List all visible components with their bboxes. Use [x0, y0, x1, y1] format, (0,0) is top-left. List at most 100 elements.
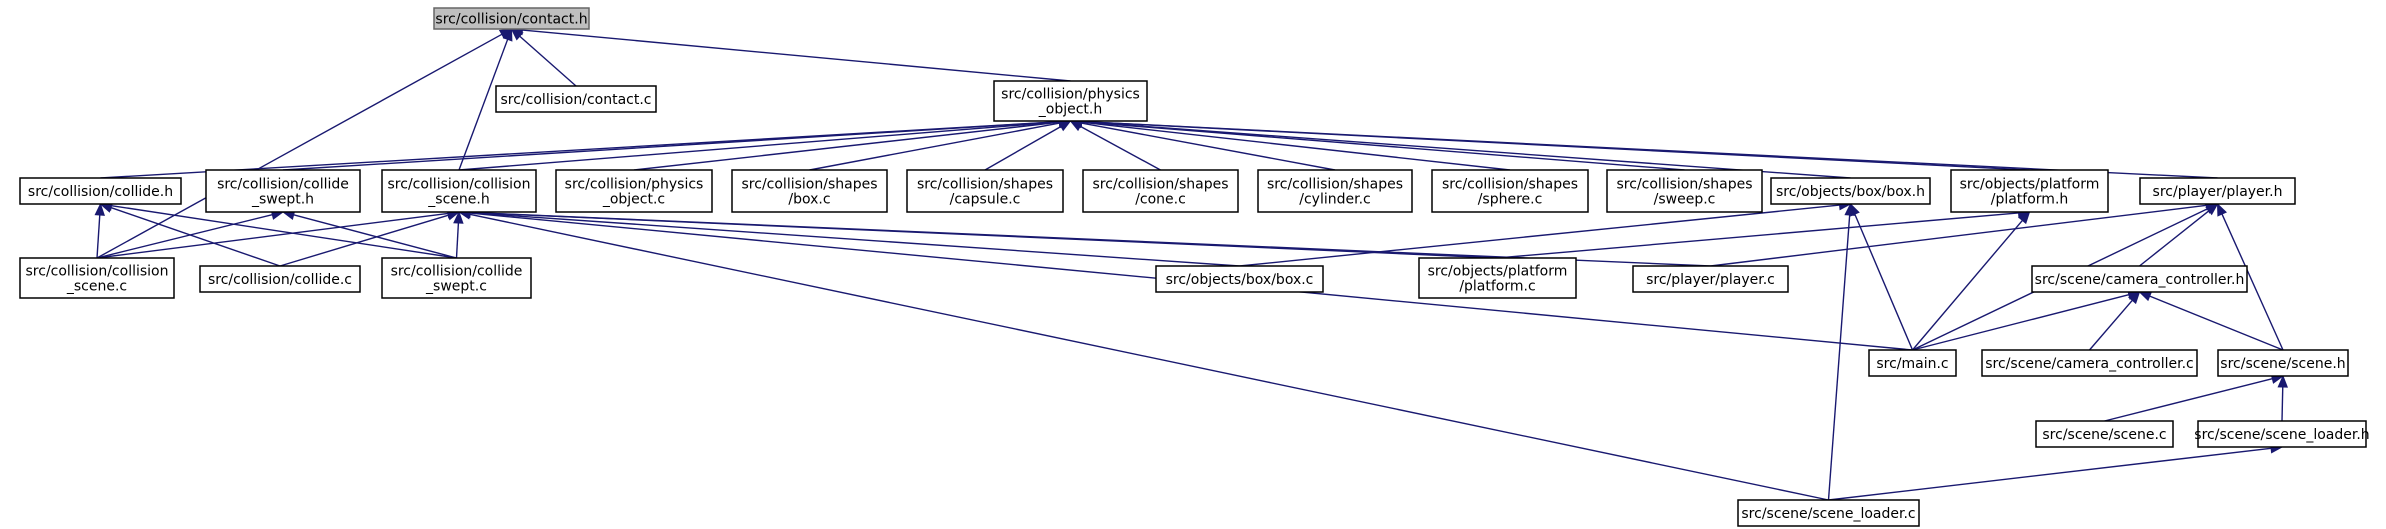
node-collide-c[interactable]: src/collision/collide.c — [199, 265, 361, 293]
node-box — [1082, 169, 1239, 213]
node-label: src/collision/collide.h — [28, 184, 173, 200]
edge-collision_scene_c-to-collide_h — [94, 202, 105, 259]
node-label: src/collision/shapes — [1442, 177, 1578, 193]
node-physics-object-c[interactable]: src/collision/physics_object.c — [555, 169, 713, 213]
node-shapes-cone-c[interactable]: src/collision/shapes/cone.c — [1082, 169, 1239, 213]
node-scene-loader-c[interactable]: src/scene/scene_loader.c — [1737, 499, 1920, 527]
node-physics-object-h[interactable]: src/collision/physics_object.h — [993, 80, 1148, 122]
edge-line — [1854, 213, 1914, 351]
node-label: src/collision/collide.c — [208, 272, 352, 288]
node-label: src/collision/shapes — [742, 177, 878, 193]
edge-line — [469, 212, 1240, 267]
edge-collide_h-to-physics_object_h — [100, 116, 1072, 179]
edge-line — [279, 214, 449, 267]
node-player-c[interactable]: src/player/player.c — [1632, 265, 1789, 293]
node-box — [381, 257, 532, 299]
node-collision-scene-h[interactable]: src/collision/collision_scene.h — [381, 169, 537, 213]
edge-collide_c-to-collision_scene_h — [279, 210, 461, 267]
node-box — [555, 169, 713, 213]
node-label: src/objects/platform — [1960, 177, 2100, 193]
node-label: src/main.c — [1876, 356, 1948, 372]
edge-line — [2104, 378, 2273, 422]
node-shapes-box-c[interactable]: src/collision/shapes/box.c — [731, 169, 888, 213]
edge-camera_controller_c-to-camera_controller_h — [2088, 290, 2141, 351]
node-box — [1155, 265, 1324, 293]
node-shapes-capsule-c[interactable]: src/collision/shapes/capsule.c — [906, 169, 1064, 213]
edge-scene_loader_c-to-collision_scene_h — [457, 209, 1829, 501]
node-main-c[interactable]: src/main.c — [1868, 349, 1957, 377]
edge-arrowhead — [2128, 290, 2141, 305]
node-label: /platform.c — [1459, 279, 1535, 295]
edge-line — [96, 33, 503, 259]
node-label: src/scene/scene_loader.c — [1741, 506, 1915, 522]
node-box — [1431, 169, 1589, 213]
node-label: _scene.c — [66, 279, 127, 295]
node-platform-h[interactable]: src/objects/platform/platform.h — [1950, 169, 2109, 213]
node-box — [381, 169, 537, 213]
edge-line — [282, 120, 1060, 171]
node-box-c[interactable]: src/objects/box/box.c — [1155, 265, 1324, 293]
node-box-h[interactable]: src/objects/box/box.h — [1770, 177, 1931, 205]
node-box — [1981, 349, 2198, 377]
node-box — [199, 265, 361, 293]
node-label: /sphere.c — [1478, 192, 1543, 208]
edge-line — [1912, 294, 2130, 351]
edge-shapes_cone_c-to-physics_object_h — [1069, 120, 1161, 171]
node-shapes-sweep-c[interactable]: src/collision/shapes/sweep.c — [1606, 169, 1763, 213]
node-contact-c[interactable]: src/collision/contact.c — [495, 85, 657, 113]
node-box — [205, 169, 361, 213]
node-scene-c[interactable]: src/scene/scene.c — [2035, 420, 2174, 448]
node-label: /sweep.c — [1654, 192, 1716, 208]
edge-line — [1079, 125, 1161, 171]
edge-line — [1710, 204, 2207, 267]
edge-line — [633, 121, 1060, 171]
edge-line — [458, 121, 1060, 171]
edge-shapes_capsule_c-to-physics_object_h — [984, 120, 1072, 171]
edge-line — [522, 29, 1071, 82]
node-collide-h[interactable]: src/collision/collide.h — [19, 177, 182, 205]
node-shapes-cylinder-c[interactable]: src/collision/shapes/cylinder.c — [1257, 169, 1413, 213]
edge-line — [2088, 299, 2133, 351]
edge-line — [2139, 210, 2210, 267]
node-box — [1868, 349, 1957, 377]
node-camera-controller-h[interactable]: src/scene/camera_controller.h — [2031, 265, 2248, 293]
node-box — [2197, 420, 2367, 448]
node-collision-scene-c[interactable]: src/collision/collision_scene.c — [19, 257, 175, 299]
node-label: src/scene/scene.h — [2220, 356, 2345, 372]
edge-main_c-to-platform_h — [1911, 210, 2031, 351]
edge-scene_loader_c-to-scene_loader_h — [1828, 443, 2284, 501]
node-label: _swept.h — [251, 192, 314, 208]
node-label: src/player/player.c — [1646, 272, 1775, 288]
edge-line — [2149, 295, 2284, 351]
edge-line — [1081, 121, 1511, 171]
edge-line — [1081, 122, 1336, 171]
node-scene-h[interactable]: src/scene/scene.h — [2217, 349, 2349, 377]
node-collide-swept-c[interactable]: src/collision/collide_swept.c — [381, 257, 532, 299]
node-camera-controller-c[interactable]: src/scene/camera_controller.c — [1981, 349, 2198, 377]
edge-collision_scene_h-to-physics_object_h — [458, 116, 1072, 171]
node-box — [2035, 420, 2174, 448]
node-label: src/collision/shapes — [1093, 177, 1229, 193]
node-label: _object.h — [1038, 102, 1102, 118]
node-label: _swept.c — [425, 279, 487, 295]
node-collide-swept-h[interactable]: src/collision/collide_swept.h — [205, 169, 361, 213]
edge-line — [1497, 212, 2019, 259]
node-label: /box.c — [788, 192, 830, 208]
node-label: /cylinder.c — [1299, 192, 1370, 208]
edge-line — [2281, 386, 2284, 422]
node-player-h[interactable]: src/player/player.h — [2139, 177, 2296, 205]
node-label: src/collision/physics — [565, 177, 704, 193]
node-label: src/collision/collision — [26, 264, 169, 280]
node-platform-c[interactable]: src/objects/platform/platform.c — [1418, 257, 1577, 299]
node-label: _scene.h — [427, 192, 489, 208]
node-box — [2031, 265, 2248, 293]
edge-physics_object_h-to-contact_h — [510, 24, 1071, 82]
node-label: src/player/player.h — [2153, 184, 2283, 200]
edge-line — [519, 35, 577, 87]
edge-line — [984, 125, 1062, 171]
edge-line — [2221, 213, 2284, 351]
node-scene-loader-h[interactable]: src/scene/scene_loader.h — [2194, 420, 2370, 448]
node-label: src/scene/camera_controller.c — [1985, 356, 2193, 372]
node-shapes-sphere-c[interactable]: src/collision/shapes/sphere.c — [1431, 169, 1589, 213]
